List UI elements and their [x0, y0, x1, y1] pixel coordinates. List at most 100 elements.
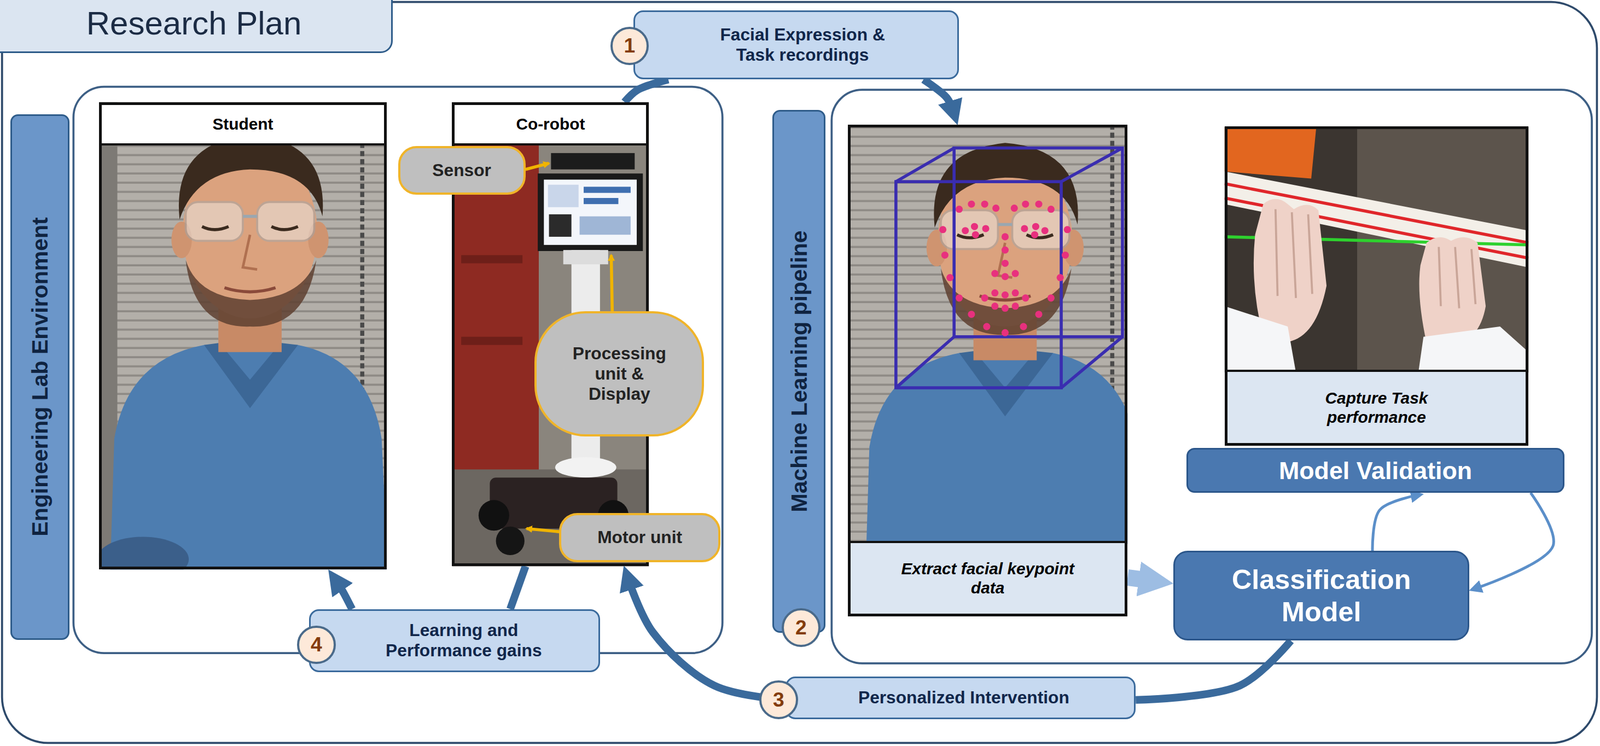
- flow-step-box: Personalized Intervention: [785, 676, 1136, 720]
- head-pose-cube: [896, 181, 1062, 388]
- student-figure: [852, 142, 1128, 544]
- frame-header: Student: [101, 105, 384, 147]
- head-pose-cube: [953, 148, 1123, 337]
- robot-photo: [555, 457, 617, 478]
- flow-arrow: [1127, 577, 1156, 582]
- facial-keypoints: [1011, 289, 1020, 297]
- frame-header: Co-robot: [454, 105, 647, 147]
- task-photo: [1224, 126, 1529, 373]
- box-label: Sensor: [432, 160, 491, 181]
- box-label: Model Validation: [1278, 456, 1472, 486]
- box-label: Classification Model: [1203, 563, 1439, 629]
- leader-arrows: [611, 254, 613, 312]
- pipeline-panel: [831, 89, 1592, 664]
- facial-keypoints: [981, 294, 989, 302]
- facial-keypoints: [1047, 205, 1055, 213]
- flow-step-box: Facial Expression & Task recordings: [633, 10, 959, 80]
- frame-caption: Extract facial keypoint data: [850, 540, 1125, 614]
- leader-arrows: [525, 163, 550, 170]
- facial-keypoints: [1034, 200, 1043, 208]
- facial-keypoints: [991, 270, 999, 278]
- part-callout: Sensor: [398, 146, 526, 196]
- lab-panel: [73, 86, 723, 654]
- box-label: Learning and Performance gains: [374, 620, 554, 662]
- flow-arrow: [1475, 492, 1555, 589]
- flow-arrow: [510, 566, 526, 609]
- facial-keypoints: [1011, 270, 1020, 278]
- facial-keypoints: [1001, 291, 1009, 299]
- flow-arrow: [1135, 640, 1291, 700]
- facial-keypoints: [1001, 304, 1009, 312]
- section-band: Engineering Lab Environment: [10, 114, 70, 640]
- robot-photo: [461, 336, 523, 346]
- facial-keypoints: [972, 231, 980, 239]
- facial-keypoints: [1010, 204, 1018, 212]
- robot-photo: [548, 184, 579, 208]
- box-label: Motor unit: [597, 527, 683, 548]
- facial-keypoints: [1011, 302, 1020, 310]
- facial-keypoints: [939, 225, 947, 234]
- facial-keypoints: [1001, 329, 1009, 337]
- facial-keypoints: [1001, 259, 1009, 267]
- task-photo: [1438, 247, 1476, 309]
- flow-step-box: Learning and Performance gains: [309, 609, 601, 673]
- facial-keypoints: [1021, 200, 1029, 208]
- task-photo: [1418, 326, 1529, 373]
- robot-photo: [579, 216, 631, 236]
- callout-number: 3: [759, 680, 799, 720]
- facial-keypoints: [1001, 246, 1009, 254]
- flow-arrow: [335, 579, 352, 609]
- flow-arrow: [624, 79, 669, 102]
- facial-keypoints: [946, 274, 954, 282]
- callout-number: 4: [297, 625, 336, 665]
- facial-keypoints: [1020, 224, 1028, 232]
- task-photo: [1275, 209, 1313, 299]
- task-photo: [1224, 126, 1529, 373]
- callout-number: 2: [781, 608, 821, 648]
- robot-photo: [543, 179, 637, 245]
- section-title: Engineering Lab Environment: [26, 217, 54, 537]
- robot-photo: [549, 214, 572, 237]
- box-label: Processing unit & Display: [565, 343, 673, 405]
- facial-keypoints: [1056, 274, 1064, 282]
- section-title: Machine Learning pipeline: [785, 230, 812, 512]
- process-box: Model Validation: [1186, 448, 1564, 493]
- facial-keypoints: [1034, 310, 1043, 318]
- section-band: Machine Learning pipeline: [772, 109, 826, 633]
- callout-number: 1: [610, 26, 650, 66]
- process-box: Classification Model: [1173, 550, 1470, 641]
- flow-arrow: [1372, 495, 1418, 551]
- facial-keypoints: [939, 200, 1072, 337]
- part-callout: Motor unit: [559, 513, 721, 563]
- facial-keypoints: [991, 289, 999, 297]
- head-pose-cube: [896, 148, 1123, 388]
- photo-frame: Student: [99, 102, 387, 570]
- facial-keypoints: [1063, 225, 1072, 234]
- facial-keypoints: [970, 223, 979, 231]
- photo-frame: Extract facial keypoint data: [847, 124, 1128, 617]
- diagram-title: Research Plan: [86, 5, 302, 42]
- facial-keypoints: [982, 323, 991, 331]
- leader-arrows: [526, 528, 560, 533]
- facial-keypoints: [955, 205, 963, 213]
- robot-photo: [563, 249, 609, 265]
- facial-keypoints: [1020, 323, 1028, 331]
- student-photo: [99, 102, 387, 570]
- task-photo: [1224, 306, 1297, 373]
- head-pose-cube: [896, 148, 1123, 388]
- facial-keypoints: [941, 251, 949, 259]
- facial-keypoints: [1032, 223, 1040, 231]
- facial-keypoints: [1061, 251, 1069, 259]
- facial-keypoints: [967, 310, 975, 318]
- facial-keypoints: [955, 294, 963, 302]
- facial-keypoints: [991, 302, 999, 310]
- facial-keypoints: [967, 200, 975, 208]
- keypoint-photo: [847, 124, 1128, 545]
- sensor-bar: [550, 153, 635, 170]
- facial-keypoints: [981, 200, 989, 208]
- facial-keypoints: [1047, 294, 1055, 302]
- robot-photo: [461, 254, 523, 264]
- facial-keypoints: [1001, 272, 1009, 281]
